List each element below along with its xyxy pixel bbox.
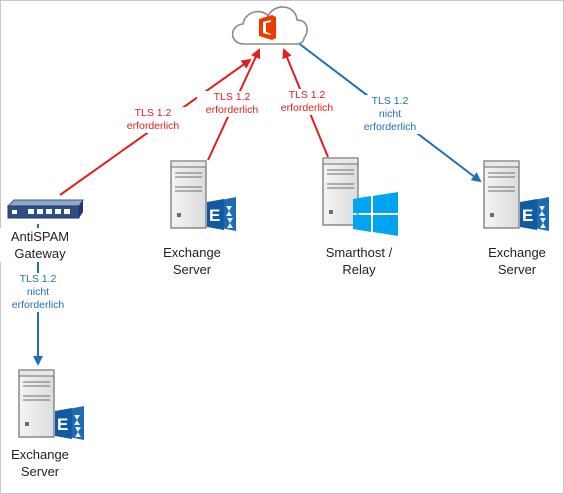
server-icon xyxy=(18,369,55,438)
windows-logo-icon xyxy=(353,192,398,236)
exchange-logo-icon: E xyxy=(55,406,84,440)
svg-text:E: E xyxy=(57,415,68,434)
svg-text:E: E xyxy=(209,206,220,225)
edge-label-line: erforderlich xyxy=(126,120,180,132)
server-exchange-mid: E xyxy=(170,160,236,231)
edge-label-antispam-cloud: TLS 1.2 erforderlich xyxy=(118,107,188,133)
node-label-line: Gateway xyxy=(14,246,66,261)
edge-label-line: nicht xyxy=(378,108,402,120)
node-label-antispam: AntiSPAM Gateway xyxy=(0,228,80,262)
office-logo-icon xyxy=(259,15,276,40)
server-icon xyxy=(170,160,207,229)
server-icon xyxy=(483,160,520,229)
exchange-logo-icon: E xyxy=(520,197,549,231)
node-label-line: Server xyxy=(497,262,537,277)
node-label-line: Exchange xyxy=(11,447,69,462)
edge-label-line: erforderlich xyxy=(363,121,417,133)
node-label-exchange-mid: Exchange Server xyxy=(152,244,232,278)
node-label-line: Server xyxy=(172,262,212,277)
edge-label-line: TLS 1.2 xyxy=(288,89,326,101)
node-label-line: Relay xyxy=(342,262,376,277)
edge-label-line: nicht xyxy=(26,286,50,298)
edge-label-line: TLS 1.2 xyxy=(213,91,251,103)
node-label-line: Server xyxy=(20,464,60,479)
office365-cloud-icon xyxy=(231,6,308,45)
edge-label-exchange-cloud: TLS 1.2 erforderlich xyxy=(197,91,267,117)
network-gateway-icon xyxy=(6,199,84,219)
node-label-line: Exchange xyxy=(488,245,546,260)
node-label-exchange-right: Exchange Server xyxy=(477,244,557,278)
node-label-smarthost: Smarthost / Relay xyxy=(314,244,404,278)
edge-label-line: TLS 1.2 xyxy=(371,95,409,107)
node-label-exchange-bottom: Exchange Server xyxy=(0,446,80,480)
server-icon xyxy=(322,157,359,226)
server-smarthost xyxy=(322,157,398,236)
edge-label-line: erforderlich xyxy=(280,102,334,114)
edge-label-smarthost-cloud: TLS 1.2 erforderlich xyxy=(272,89,342,115)
edge-label-antispam-exchange-bottom: TLS 1.2 nicht erforderlich xyxy=(3,273,73,312)
node-label-line: Exchange xyxy=(163,245,221,260)
svg-text:E: E xyxy=(522,206,533,225)
edge-label-line: TLS 1.2 xyxy=(134,107,172,119)
edge-label-line: erforderlich xyxy=(11,299,65,311)
edge-label-line: erforderlich xyxy=(205,104,259,116)
node-label-line: Smarthost / xyxy=(325,245,393,260)
edge-label-line: TLS 1.2 xyxy=(19,273,57,285)
node-label-line: AntiSPAM xyxy=(10,229,70,244)
exchange-logo-icon: E xyxy=(207,197,236,231)
server-exchange-bottom: E xyxy=(18,369,84,440)
server-exchange-right: E xyxy=(483,160,549,231)
edge-label-cloud-exchange-right: TLS 1.2 nicht erforderlich xyxy=(355,95,425,134)
